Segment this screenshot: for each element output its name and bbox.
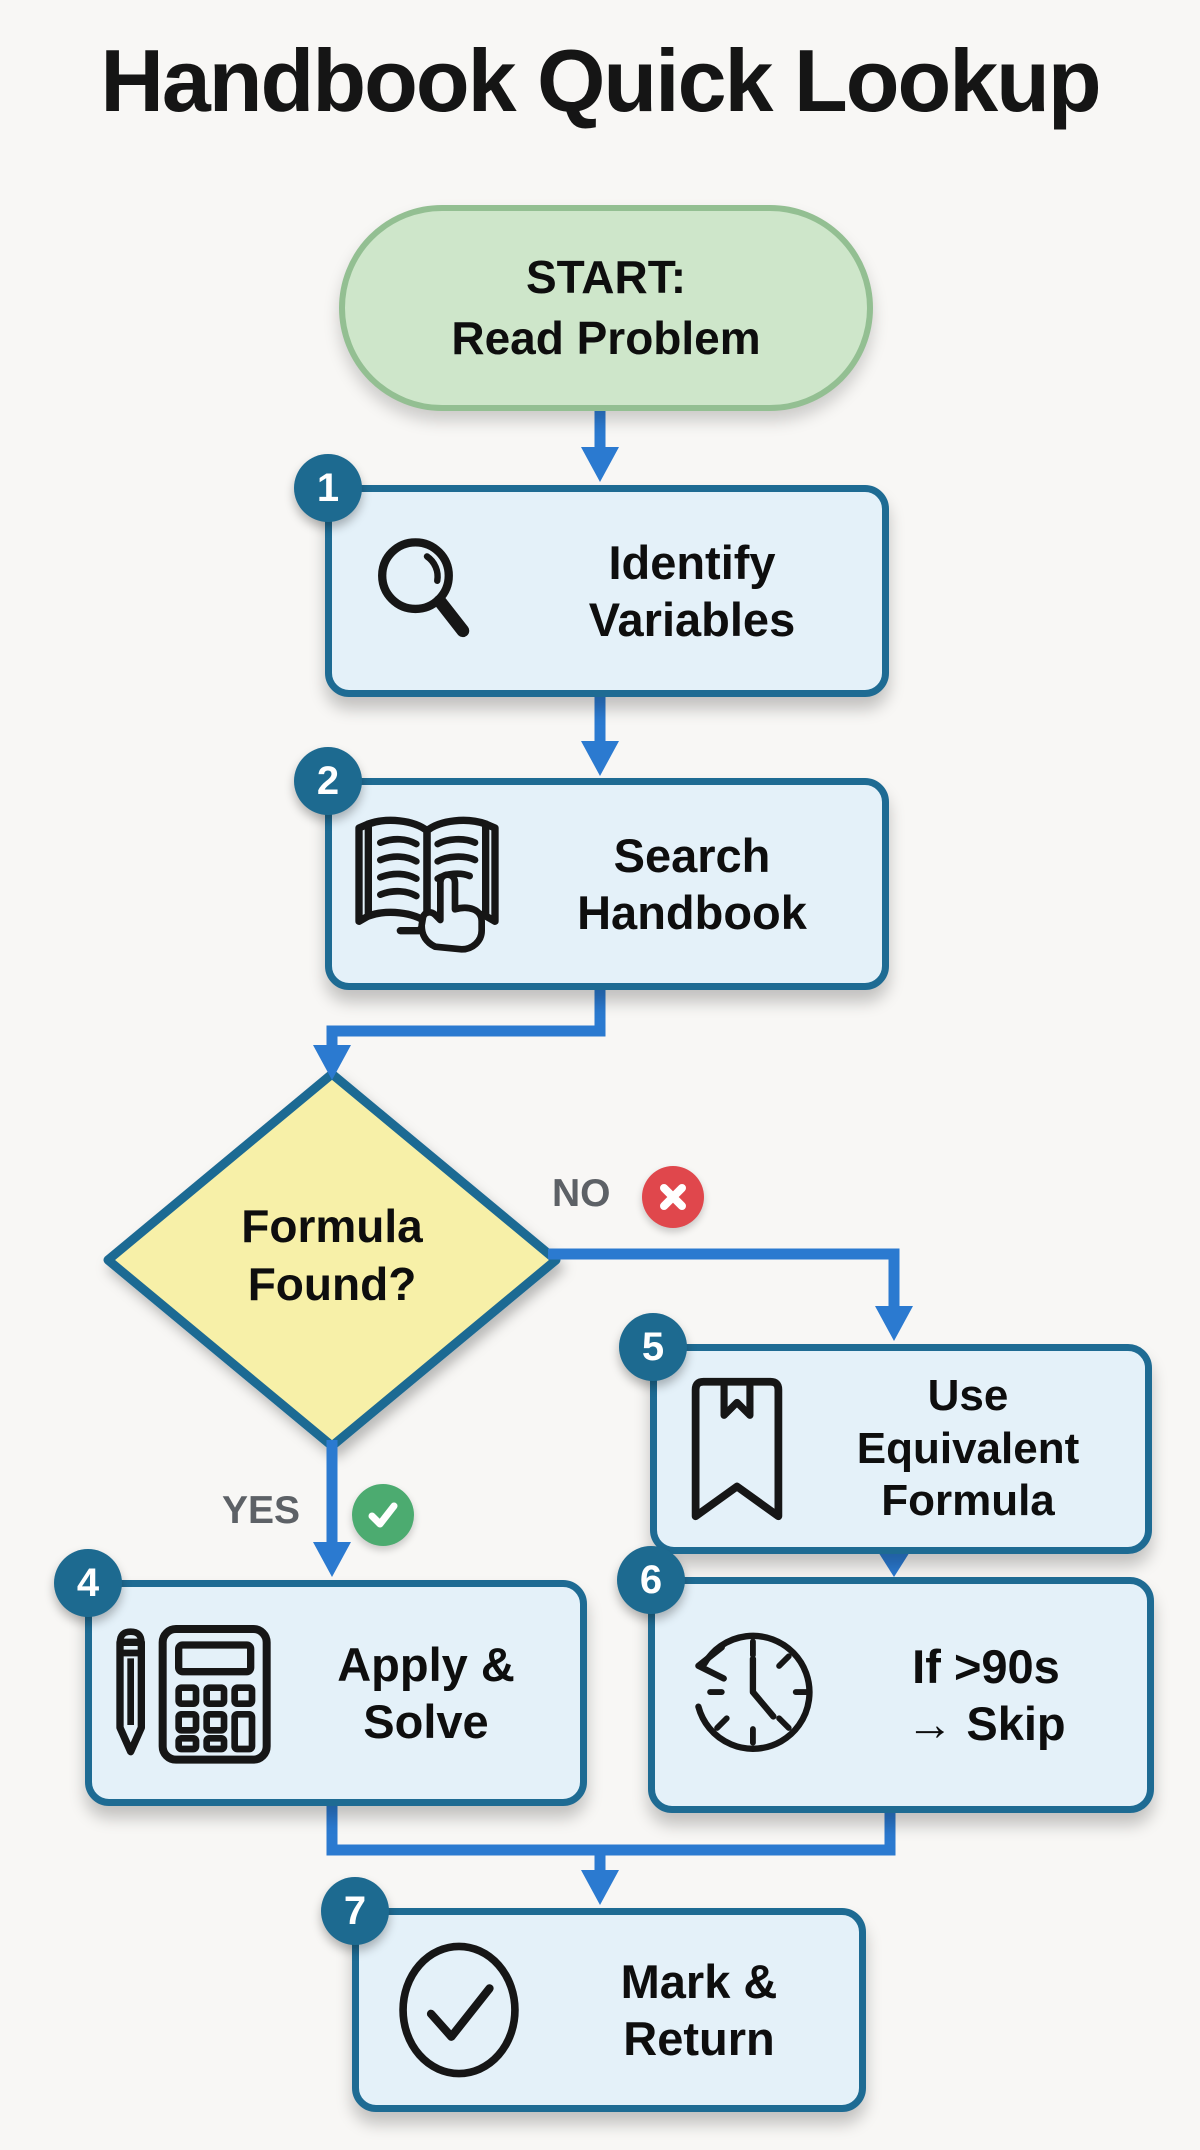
step-number-badge: 2 <box>294 747 362 815</box>
step-label: Identify Variables <box>588 535 796 646</box>
step-label: Search Handbook <box>577 828 807 939</box>
step-label: Apply & Solve <box>337 1637 515 1748</box>
step-label: Mark & Return <box>620 1954 778 2065</box>
start-label-line1: START: <box>525 251 687 304</box>
step-box-search-handbook: 2 Search Handbook <box>294 747 889 990</box>
step-label: If >90s → Skip <box>906 1639 1066 1750</box>
step-box-apply-and-solve: 4 Apply & Solve <box>54 1549 587 1806</box>
page-title: Handbook Quick Lookup <box>100 31 1101 130</box>
start-label-line2: Read Problem <box>451 312 761 364</box>
connector-merge <box>326 1788 896 1856</box>
start-node: START: Read Problem <box>339 205 873 411</box>
arrowhead-step1-to-step2 <box>581 741 619 776</box>
step-number-badge: 5 <box>619 1313 687 1381</box>
arrowhead-start-to-step1 <box>581 447 619 482</box>
step-label: Use Equivalent Formula <box>856 1370 1080 1526</box>
arrowhead-merge-to-step7 <box>581 1870 619 1905</box>
connector-no-branch <box>548 1248 900 1307</box>
decision-label: Formula Found? <box>241 1200 423 1310</box>
arrowhead-no-branch <box>875 1306 913 1341</box>
arrowhead-step2-to-decision <box>313 1045 351 1080</box>
check-circle-icon <box>359 1935 559 2085</box>
step-number-badge: 4 <box>54 1549 122 1617</box>
step-number-badge: 6 <box>617 1546 685 1614</box>
step-number-badge: 1 <box>294 454 362 522</box>
step-box-identify-variables: 1 Identify Variables <box>294 454 889 697</box>
arrowhead-yes-branch <box>313 1542 351 1577</box>
bookmark-icon <box>657 1374 817 1524</box>
connector-step2-to-decision <box>326 973 606 1046</box>
step-number-badge: 7 <box>321 1877 389 1945</box>
magnifier-icon <box>332 527 522 655</box>
step-box-use-equivalent-formula: 5 Use Equivalent Formula <box>619 1313 1152 1554</box>
no-branch-label: NO <box>552 1172 611 1215</box>
check-circle-badge-icon <box>352 1484 414 1546</box>
step-box-if-over-90s-skip: 6 If >90s → Skip <box>617 1546 1154 1813</box>
arrowhead-step5-to-step6 <box>875 1547 913 1577</box>
step-box-mark-and-return: 7 Mark & Return <box>321 1877 866 2112</box>
history-clock-icon <box>655 1622 845 1768</box>
yes-branch-label: YES <box>222 1489 301 1532</box>
book-search-icon <box>332 809 522 959</box>
cross-circle-icon <box>642 1166 704 1228</box>
pencil-calculator-icon <box>92 1618 292 1768</box>
